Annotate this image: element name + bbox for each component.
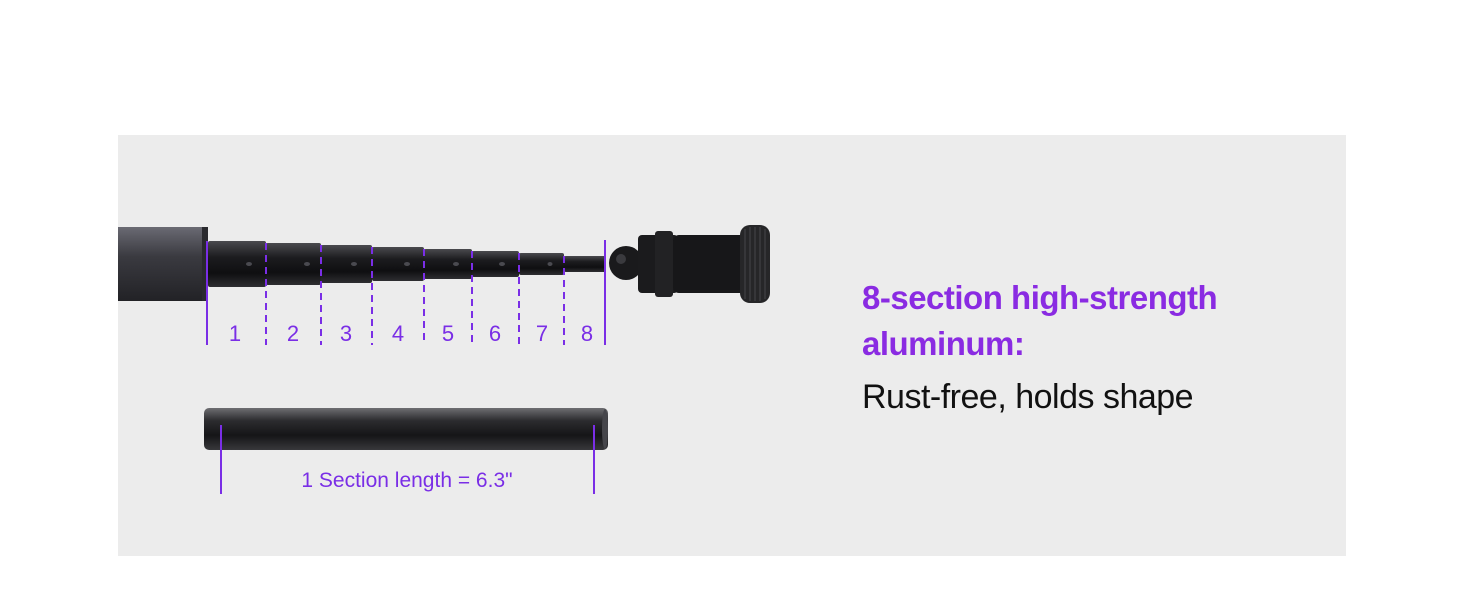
feature-subline: Rust-free, holds shape bbox=[862, 378, 1194, 416]
handle-cap bbox=[202, 227, 208, 301]
section-holes bbox=[246, 262, 553, 266]
pole-section-1 bbox=[208, 241, 266, 287]
section-number-2: 2 bbox=[287, 321, 299, 346]
pole-section-8 bbox=[564, 256, 606, 272]
section-dividers bbox=[206, 240, 606, 345]
section-number-8: 8 bbox=[581, 321, 593, 346]
single-section-tube bbox=[204, 408, 608, 450]
section-number-1: 1 bbox=[229, 321, 241, 346]
knob-knurling bbox=[744, 227, 766, 301]
section-number-5: 5 bbox=[442, 321, 454, 346]
section-length-markers bbox=[220, 425, 595, 494]
section-number-6: 6 bbox=[489, 321, 501, 346]
phone-clamp-grip bbox=[673, 235, 751, 293]
pole-section-7 bbox=[519, 253, 564, 275]
section-length-label: 1 Section length = 6.3" bbox=[301, 469, 512, 492]
feature-headline: 8-section high-strength aluminum: bbox=[862, 279, 1218, 362]
pole-section-5 bbox=[424, 249, 472, 279]
pole-section-3 bbox=[321, 245, 372, 283]
pole-section-4 bbox=[372, 247, 424, 281]
pole-section-2 bbox=[266, 243, 321, 285]
section-number-3: 3 bbox=[340, 321, 352, 346]
pole-section-6 bbox=[472, 251, 519, 277]
section-number-7: 7 bbox=[536, 321, 548, 346]
pole-handle bbox=[118, 227, 208, 301]
section-number-4: 4 bbox=[392, 321, 404, 346]
feature-panel: 1 2 3 4 5 6 7 8 1 Section length = 6.3" … bbox=[118, 135, 1346, 556]
telescopic-pole-illustration: 1 2 3 4 5 6 7 8 1 Section length = 6.3" bbox=[118, 225, 770, 494]
ball-joint bbox=[609, 246, 643, 280]
